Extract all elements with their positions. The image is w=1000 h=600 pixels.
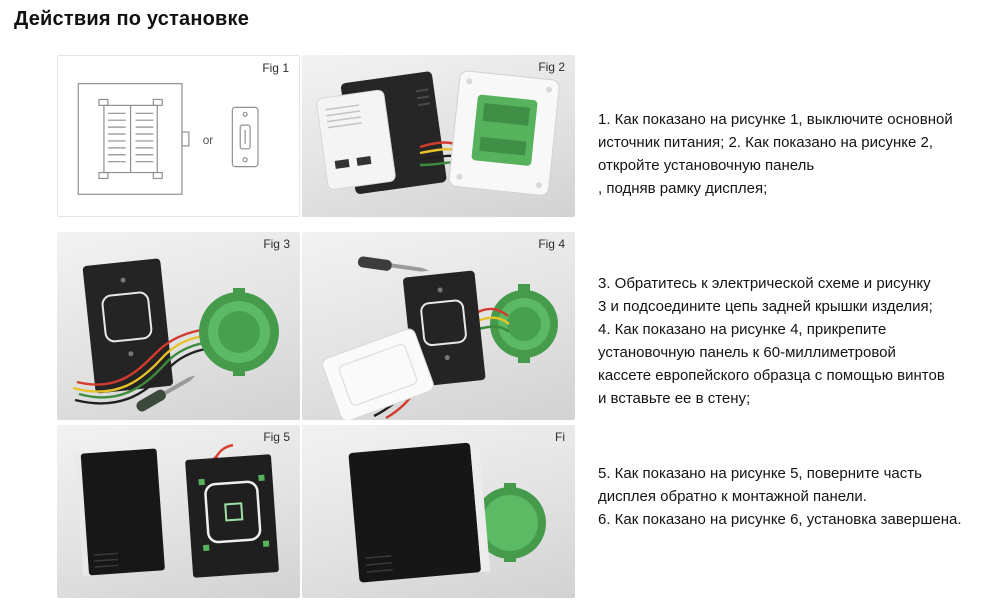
wiring-wall-box-illustration (72, 258, 279, 412)
round-wall-box-icon (490, 284, 558, 363)
instruction-block-2: 3. Обратитесь к электрической схеме и ри… (598, 275, 945, 407)
round-wall-box-icon (199, 288, 279, 376)
figure-label-4: Fig 4 (538, 237, 565, 251)
installed-device-illustration (348, 441, 546, 583)
figure-label-2: Fig 2 (538, 60, 565, 74)
screwdriver-icon (357, 256, 430, 272)
figure-label-6: Fi (555, 430, 565, 444)
instruction-block-3: 5. Как показано на рисунке 5, поверните … (598, 465, 962, 528)
figure-panel-4: Fig 4 (302, 232, 575, 420)
round-wall-box-icon (474, 483, 546, 562)
page-title: Действия по установке (14, 8, 250, 30)
figure-panel-6: Fi (302, 425, 575, 598)
figure-label-1: Fig 1 (262, 61, 289, 75)
figure-label-5: Fig 5 (263, 430, 290, 444)
light-switch-icon (231, 106, 259, 168)
display-reattach-illustration (74, 443, 279, 578)
figure-panel-5: Fig 5 (57, 425, 300, 598)
figure-panel-2: Fig 2 (302, 55, 575, 217)
figure-panel-1: Fig 1 or (57, 55, 300, 217)
mounting-screw-illustration (322, 256, 558, 420)
screwdriver-icon (136, 375, 196, 412)
instruction-block-1: 1. Как показано на рисунке 1, выключите … (598, 111, 953, 197)
or-label: or (203, 133, 214, 147)
figure-label-3: Fig 3 (263, 237, 290, 251)
breaker-box-illustration: or (77, 83, 259, 195)
thermostat-open-illustration (316, 70, 560, 196)
figure-panel-3: Fig 3 (57, 232, 300, 420)
